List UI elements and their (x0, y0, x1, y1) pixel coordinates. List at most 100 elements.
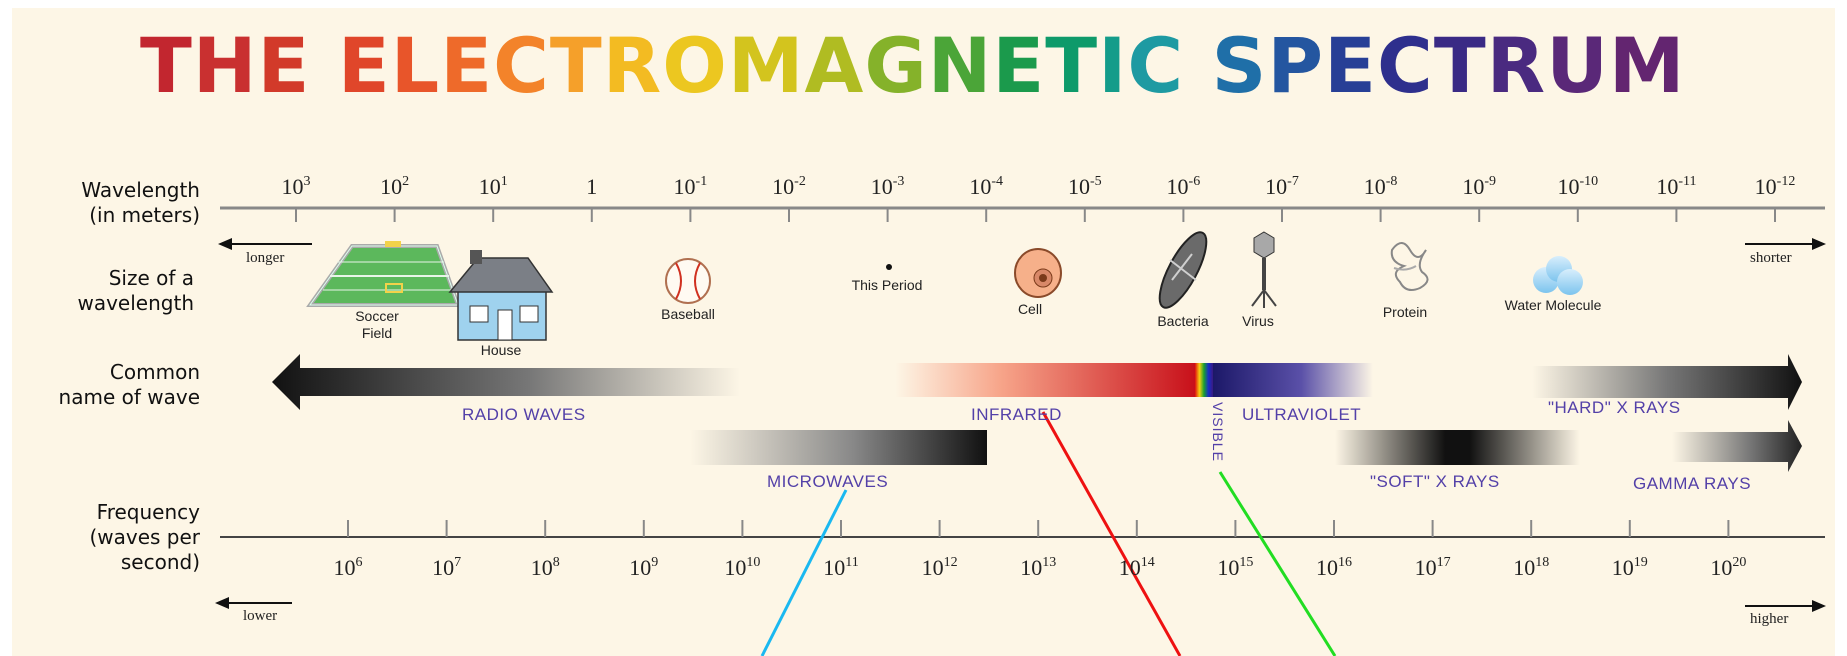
frequency-tick-base: 10 (1020, 555, 1043, 580)
higher-arrow (1745, 600, 1826, 612)
frequency-row-label: Frequency (waves per second) (89, 500, 200, 574)
wavelength-tick-base: 10 (772, 174, 795, 199)
wavelength-tick-base: 10 (1754, 174, 1777, 199)
title-letter: G (864, 21, 928, 110)
title-letter: E (440, 21, 494, 110)
frequency-tick-label: 1018 (1513, 555, 1549, 581)
frequency-tick-base: 10 (1513, 555, 1536, 580)
wavelength-tick-exponent: -4 (991, 174, 1004, 189)
title-letter: C (493, 21, 550, 110)
wavelength-tick-label: 10-6 (1167, 174, 1201, 200)
wavelength-tick-base: 10 (281, 174, 304, 199)
title-letter: M (727, 21, 805, 110)
frequency-tick-label: 1013 (1020, 555, 1056, 581)
microwaves-label: MICROWAVES (767, 472, 889, 491)
frequency-tick-base: 10 (1710, 555, 1733, 580)
microwaves-annotation-line (760, 489, 848, 656)
wavelength-tick-exponent: -3 (892, 174, 905, 189)
frequency-tick-base: 10 (1217, 555, 1240, 580)
longer-label: longer (246, 250, 285, 266)
cell-icon (1014, 248, 1062, 298)
frequency-tick-base: 10 (921, 555, 944, 580)
infrared-label: INFRARED (971, 405, 1062, 424)
frequency-tick-base: 10 (432, 555, 455, 580)
frequency-tick-label: 108 (531, 555, 560, 581)
frequency-tick-base: 10 (1414, 555, 1437, 580)
title-letter: T (1433, 21, 1487, 110)
frequency-tick-exponent: 16 (1338, 555, 1352, 570)
frequency-tick-label: 107 (432, 555, 461, 581)
frequency-tick-label: 1011 (823, 555, 858, 581)
shorter-arrow (1745, 238, 1826, 250)
wavelength-tick-base: 10 (1067, 174, 1090, 199)
frequency-tick-label: 1017 (1415, 555, 1451, 581)
frequency-tick-exponent: 20 (1732, 555, 1747, 570)
frequency-tick-label: 1015 (1217, 555, 1253, 581)
lower-label: lower (243, 608, 278, 624)
gamma-rays-band (1672, 420, 1802, 472)
wavelength-tick-exponent: -11 (1678, 174, 1697, 189)
hard-x-rays-band (1532, 354, 1802, 410)
microwaves-band (690, 430, 987, 465)
baseball-label: Baseball (661, 306, 715, 322)
title-letter: E (992, 21, 1046, 110)
wavelength-tick-exponent: -9 (1484, 174, 1497, 189)
title-letter: C (1127, 21, 1185, 110)
wavelength-tick-label: 10-10 (1557, 174, 1598, 200)
ultraviolet-band (1213, 363, 1373, 397)
wavelength-tick-base: 10 (1656, 174, 1679, 199)
wavelength-tick-label: 10-2 (772, 174, 806, 200)
diagram-background (12, 8, 1835, 656)
bacteria-label: Bacteria (1157, 313, 1209, 329)
frequency-tick-exponent: 17 (1436, 555, 1451, 570)
wavelength-tick-marks (295, 208, 1776, 222)
frequency-tick-label: 1014 (1119, 555, 1155, 581)
frequency-tick-base: 10 (1118, 555, 1141, 580)
title-letter: A (804, 21, 865, 110)
common-name-row-label: Common name of wave (58, 360, 200, 409)
wavelength-tick-label: 10-8 (1364, 174, 1398, 200)
hard-x-rays-label: "HARD" X RAYS (1548, 398, 1681, 417)
period-dot-icon (886, 264, 892, 270)
title-letter: P (1267, 21, 1325, 110)
shorter-label: shorter (1750, 250, 1792, 266)
visible-label: VISIBLE (1210, 402, 1226, 462)
soccer-field-icon (306, 241, 461, 307)
title-letter: N (927, 21, 993, 110)
wavelength-tick-base: 10 (1557, 174, 1580, 199)
frequency-tick-exponent: 14 (1140, 555, 1155, 570)
soccer-field-label: Soccer Field (355, 308, 399, 341)
frequency-tick-label: 1019 (1612, 555, 1648, 581)
title-letter: C (1377, 21, 1434, 110)
wavelength-tick-base: 10 (1265, 174, 1288, 199)
ultraviolet-label: ULTRAVIOLET (1242, 405, 1362, 424)
frequency-tick-marks (347, 520, 1730, 537)
wavelength-tick-label: 10-9 (1462, 174, 1496, 200)
wavelength-tick-exponent: -6 (1188, 174, 1201, 189)
protein-icon (1390, 242, 1429, 291)
title-letter: M (1608, 21, 1686, 110)
gamma-rays-label: GAMMA RAYS (1633, 474, 1752, 493)
virus-label: Virus (1242, 313, 1274, 329)
protein-label: Protein (1382, 304, 1428, 320)
title-letter: H (192, 21, 258, 110)
lower-arrow (215, 597, 292, 609)
frequency-tick-base: 10 (530, 555, 553, 580)
wavelength-tick-label: 10-3 (871, 174, 905, 200)
title-letter: O (662, 21, 728, 110)
frequency-tick-exponent: 10 (746, 555, 761, 570)
frequency-tick-label: 1012 (922, 555, 958, 581)
title-letter: T (549, 21, 603, 110)
frequency-tick-exponent: 7 (454, 555, 462, 570)
infrared-band (895, 363, 1195, 397)
frequency-tick-label: 1010 (724, 555, 760, 581)
wavelength-tick-label: 1 (586, 174, 597, 200)
frequency-tick-label: 1016 (1316, 555, 1352, 581)
wavelength-tick-label: 101 (479, 174, 508, 200)
wavelength-tick-label: 10-11 (1656, 174, 1696, 200)
frequency-tick-exponent: 9 (651, 555, 659, 570)
bacteria-icon (1158, 231, 1208, 309)
frequency-tick-exponent: 12 (943, 555, 958, 570)
frequency-tick-exponent: 8 (552, 555, 560, 570)
